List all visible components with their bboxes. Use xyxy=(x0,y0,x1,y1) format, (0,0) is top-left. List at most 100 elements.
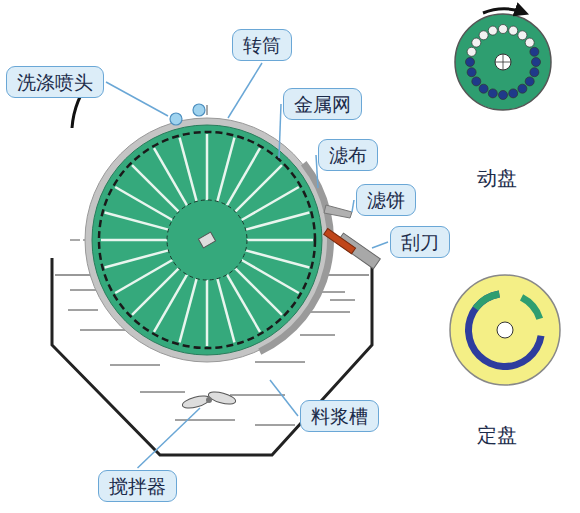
liquid-dash xyxy=(140,392,185,393)
callout-box: 搅拌器 xyxy=(98,470,177,502)
callout-text: 滤饼 xyxy=(367,188,405,212)
disc-hole xyxy=(479,31,488,40)
callout-box: 料浆槽 xyxy=(300,400,379,432)
drum-partition xyxy=(105,250,169,267)
leader-line xyxy=(228,63,262,118)
disc-hole xyxy=(472,38,481,47)
metal-mesh xyxy=(99,132,315,348)
liquid-dash xyxy=(255,425,295,426)
callout-text: 转筒 xyxy=(243,33,281,57)
disc-hole xyxy=(479,84,488,93)
disc-hole xyxy=(518,31,527,40)
disc-hole xyxy=(532,58,541,67)
drum-core xyxy=(167,200,247,280)
callout-text: 料浆槽 xyxy=(311,404,368,428)
leader-line xyxy=(352,200,354,212)
leader-line xyxy=(279,104,281,158)
drum-partition xyxy=(247,239,313,242)
callout-box: 滤布 xyxy=(318,139,378,171)
blow-slot xyxy=(520,294,543,319)
disc-cross xyxy=(495,54,511,70)
drum-partition xyxy=(154,275,187,332)
liquid-dash xyxy=(110,365,160,366)
wash-nozzle xyxy=(170,113,182,125)
fixed-disc xyxy=(450,275,560,385)
agitator-hub xyxy=(206,397,212,403)
drum-partition xyxy=(227,275,260,332)
callout-text: 搅拌器 xyxy=(109,474,166,498)
disc-hole xyxy=(499,91,508,100)
disc-hole xyxy=(499,25,508,34)
disc-hole xyxy=(530,68,539,77)
liquid-dash xyxy=(68,310,98,311)
disc-hole xyxy=(488,26,497,35)
disc-hole xyxy=(525,77,534,86)
callout-text: 刮刀 xyxy=(401,230,439,254)
liquid-dash xyxy=(255,362,305,363)
drum-partition xyxy=(246,250,310,267)
callout-text: 滤布 xyxy=(329,143,367,167)
drum-shaft xyxy=(198,232,215,248)
wash-slot xyxy=(473,290,500,310)
disc-hole xyxy=(509,89,518,98)
liquid-dash xyxy=(310,312,350,313)
disc-center xyxy=(495,54,511,70)
agitator-blade xyxy=(207,390,237,407)
drum xyxy=(92,125,322,355)
leader-line xyxy=(106,82,168,116)
agitator-blade xyxy=(181,394,211,411)
wash-nozzle xyxy=(193,104,205,116)
liquid-dash xyxy=(80,330,125,331)
part-label: 定盘 xyxy=(477,422,517,449)
disc-hole xyxy=(509,26,518,35)
leader-line xyxy=(270,380,298,416)
drum-partition xyxy=(235,268,282,315)
liquid-dash xyxy=(175,420,235,421)
filter-cake xyxy=(258,161,334,355)
disc-hole xyxy=(488,89,497,98)
vacuum-slot xyxy=(465,290,545,370)
drum-partition xyxy=(242,187,299,220)
liquid-dash xyxy=(330,300,355,301)
scraper-holder xyxy=(337,233,381,269)
drum-partition xyxy=(115,260,172,293)
drum-partition xyxy=(180,138,197,202)
moving-disc xyxy=(455,14,551,110)
drum-partition xyxy=(206,134,209,200)
disc-hole xyxy=(467,68,476,77)
drum-partition xyxy=(217,138,234,202)
filter-cake-piece xyxy=(324,205,352,218)
leader-line xyxy=(138,408,201,468)
drum-partition xyxy=(154,148,187,205)
callout-text: 洗涤喷头 xyxy=(17,70,93,94)
callout-box: 滤饼 xyxy=(356,184,416,216)
leader-line xyxy=(372,242,388,248)
drum-partition xyxy=(132,268,179,315)
drum-partition xyxy=(180,279,197,343)
callout-box: 转筒 xyxy=(232,29,292,61)
drum-partition xyxy=(235,165,282,212)
drum-partition xyxy=(132,165,179,212)
drum-partition xyxy=(217,279,234,343)
part-label: 动盘 xyxy=(477,165,517,192)
disc-center xyxy=(497,322,513,338)
liquid-dash xyxy=(230,395,285,396)
disc-hole xyxy=(530,47,539,56)
disc-hole xyxy=(467,47,476,56)
drum-partition xyxy=(227,148,260,205)
drum-partition xyxy=(246,213,310,230)
rotation-arrow xyxy=(483,9,522,13)
drum-partition xyxy=(206,280,209,346)
callout-text: 金属网 xyxy=(294,92,351,116)
scraper-blade xyxy=(324,229,356,254)
drum-partition xyxy=(242,260,299,293)
liquid-dash xyxy=(300,335,335,336)
callout-box: 刮刀 xyxy=(390,226,450,258)
callout-box: 金属网 xyxy=(283,88,362,120)
disc-hole xyxy=(466,58,475,67)
drum-partition xyxy=(105,213,169,230)
drum-partition xyxy=(115,187,172,220)
disc-hole xyxy=(472,77,481,86)
drum-partition xyxy=(101,239,167,242)
